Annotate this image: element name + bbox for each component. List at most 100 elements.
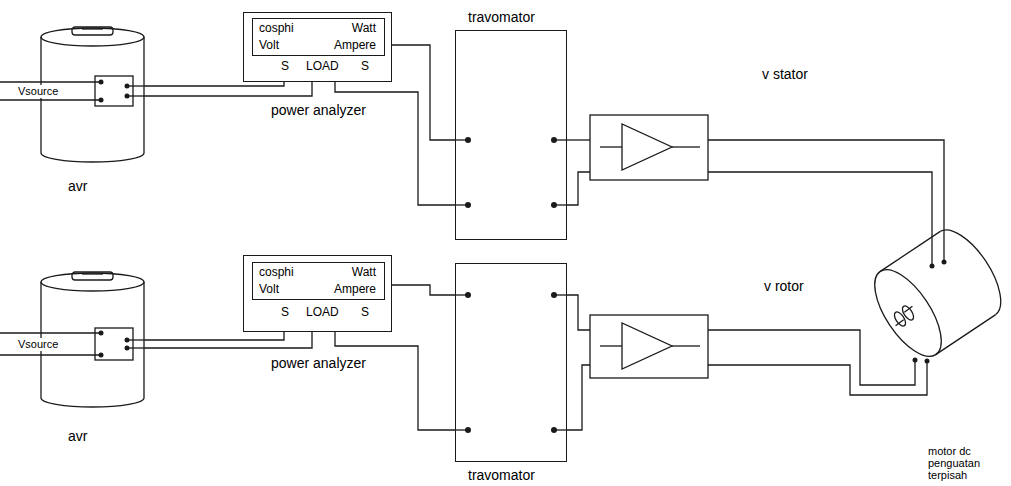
wire <box>708 365 927 395</box>
terminal-dot <box>925 359 930 364</box>
source-wire <box>0 332 101 333</box>
power-analyzer: cosphiWattVoltAmpereSLOADSpower analyzer <box>243 255 392 332</box>
motor-body <box>936 315 996 355</box>
terminal-dot <box>465 137 471 143</box>
signal-label: v stator <box>760 66 810 82</box>
terminal-dot <box>465 427 471 433</box>
terminal-label: power analyzer <box>271 355 366 371</box>
terminal-dot <box>465 202 471 208</box>
wire <box>708 172 932 225</box>
amplifier-output <box>672 345 700 346</box>
regulator-knob <box>72 27 113 35</box>
amplifier-symbol <box>622 323 672 369</box>
wire-stub <box>127 85 145 86</box>
source-label: Vsource <box>16 85 60 98</box>
wire <box>567 172 590 205</box>
device-label: avr <box>68 428 87 444</box>
wire <box>567 295 590 330</box>
meter-reading: cosphi <box>259 266 294 280</box>
terminal-dot <box>551 137 557 143</box>
regulator-knob <box>72 272 113 280</box>
meter-reading: Watt <box>352 22 376 36</box>
regulator-side <box>143 282 144 398</box>
motor-face <box>862 259 954 367</box>
terminal-dot <box>465 292 471 298</box>
device-label: avr <box>68 178 87 194</box>
terminal-label: S <box>281 60 289 74</box>
device-label: travomator <box>468 467 535 483</box>
wire <box>567 365 590 430</box>
motor-shaft <box>904 306 912 312</box>
regulator-knob <box>82 273 103 274</box>
terminal-block <box>95 76 133 106</box>
motor-shaft <box>900 304 916 322</box>
terminal-label: S <box>281 306 289 320</box>
wire <box>145 82 312 96</box>
wire <box>708 140 944 225</box>
motor-shaft <box>892 310 908 328</box>
regulator-top <box>41 273 144 291</box>
wire-stub <box>127 95 145 96</box>
regulator-bottom <box>41 398 144 407</box>
wire-stub <box>127 339 145 340</box>
wire <box>567 139 590 140</box>
power-analyzer: cosphiWattVoltAmpereSLOADSpower analyzer <box>243 12 392 82</box>
terminal-label: S <box>361 60 369 74</box>
wire-pair <box>567 140 944 225</box>
terminal-dot <box>930 264 935 269</box>
amplifier-box <box>590 315 708 378</box>
motor-outline <box>870 225 1008 365</box>
meter-reading: Ampere <box>334 283 376 297</box>
terminal-label: power analyzer <box>271 102 366 118</box>
wire <box>392 285 455 295</box>
source-wire <box>0 81 101 82</box>
source-wire <box>0 354 101 355</box>
meter-reading: Volt <box>259 283 279 297</box>
wire-stub <box>127 347 145 348</box>
travomator-box: travomator <box>455 263 567 462</box>
wire-pair <box>145 82 312 96</box>
travomator-box: travomator <box>455 30 567 240</box>
wire <box>145 82 284 86</box>
regulator-side <box>143 37 144 153</box>
amplifier-output <box>672 146 700 147</box>
meter-display: cosphiWattVoltAmpere <box>252 262 385 300</box>
terminal-dot <box>99 98 104 103</box>
terminal-dot <box>551 292 557 298</box>
terminal-dot <box>99 80 104 85</box>
wire <box>145 332 312 348</box>
regulator-bottom <box>41 153 144 162</box>
meter-reading: Volt <box>259 39 279 53</box>
dc-motor: motor dc penguatan terpisah <box>870 225 1008 365</box>
wire-pair <box>335 45 455 205</box>
motor-shaft <box>896 320 904 326</box>
meter-reading: Ampere <box>334 39 376 53</box>
wire-pair <box>145 332 312 348</box>
terminal-label: S <box>361 306 369 320</box>
amplifier-symbol <box>622 124 672 170</box>
terminal-label: LOAD <box>306 60 339 74</box>
wire-stub <box>931 225 932 266</box>
source-label: Vsource <box>16 338 60 351</box>
terminal-dot <box>551 202 557 208</box>
amplifier-box <box>590 115 708 180</box>
terminal-dot <box>913 358 918 363</box>
amplifier-input <box>600 345 622 346</box>
meter-reading: cosphi <box>259 22 294 36</box>
wire <box>335 82 455 205</box>
terminal-block <box>95 328 133 360</box>
wire-pair <box>567 295 927 430</box>
device-label: travomator <box>468 9 535 25</box>
terminal-label: LOAD <box>306 306 339 320</box>
signal-label: v rotor <box>762 278 806 294</box>
wire <box>708 330 915 385</box>
source-wire <box>0 99 101 100</box>
regulator-top <box>41 28 144 46</box>
terminal-dot <box>942 260 947 265</box>
wire <box>335 332 455 430</box>
terminal-dot <box>99 353 104 358</box>
terminal-dot <box>99 331 104 336</box>
amplifier-input <box>600 146 622 147</box>
